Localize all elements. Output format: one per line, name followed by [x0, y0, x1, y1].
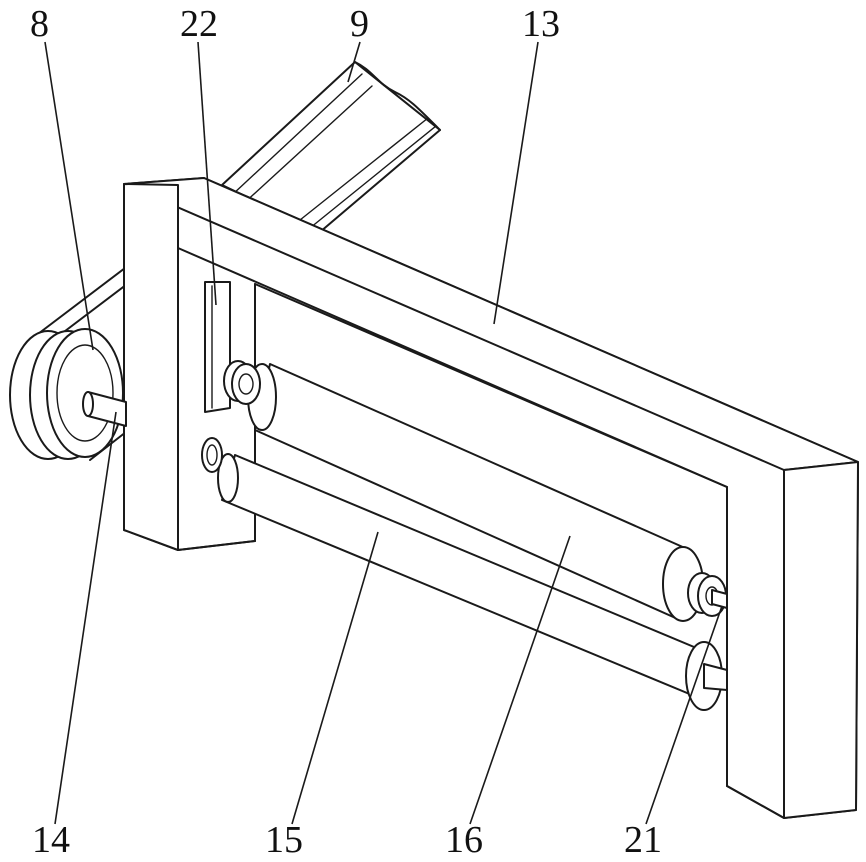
label-15: 15: [265, 819, 303, 861]
reference-labels: 8 22 9 13 14 15 16 21: [30, 3, 662, 861]
leader-lines: [44, 41, 723, 825]
label-14: 14: [32, 819, 70, 861]
label-8: 8: [30, 3, 49, 45]
lower-roller: [201, 437, 728, 711]
label-9: 9: [350, 3, 369, 45]
label-21: 21: [624, 819, 662, 861]
pulley: [9, 328, 127, 460]
upper-roller: [223, 360, 728, 622]
label-13: 13: [522, 3, 560, 45]
frame: [123, 177, 859, 819]
conveyor-arm: [221, 61, 441, 233]
label-22: 22: [180, 3, 218, 45]
label-16: 16: [445, 819, 483, 861]
